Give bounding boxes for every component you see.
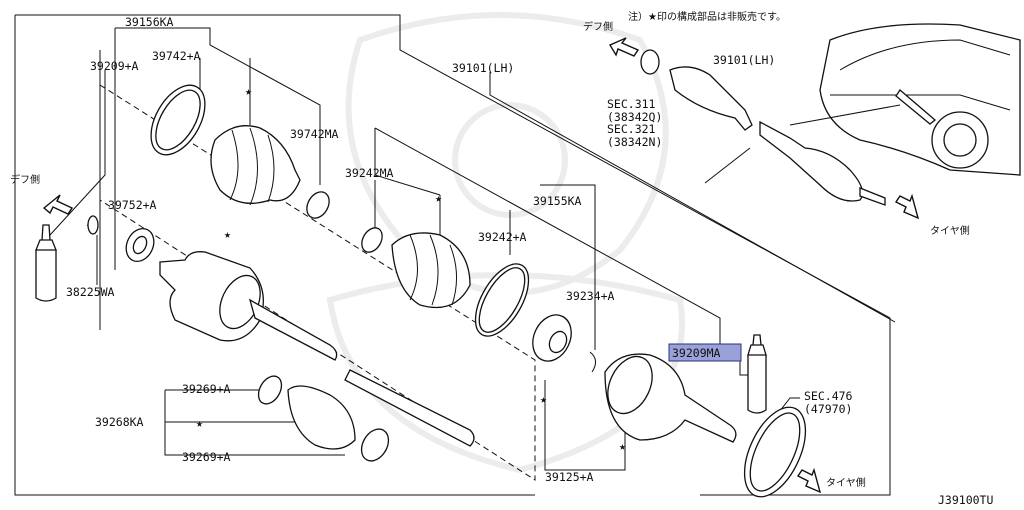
label-tire-side-bottom: タイヤ側: [826, 476, 866, 489]
boot-39242a: [391, 232, 471, 309]
label-39101lh-inset[interactable]: 39101(LH): [713, 53, 775, 67]
diagram-code: J39100TU: [938, 493, 993, 507]
label-39742a[interactable]: 39742+A: [152, 49, 201, 63]
label-39209ma[interactable]: 39209MA: [672, 346, 721, 360]
star-marker: ★: [435, 191, 442, 205]
star-marker: ★: [224, 227, 231, 241]
small-clamp-39742ma: [306, 191, 330, 219]
star-marker: ★: [196, 416, 203, 430]
header-note: 注）★印の構成部品は非販売です。: [628, 10, 786, 23]
label-diff-side-left: デフ側: [10, 173, 40, 186]
clamp-39242ma: [361, 227, 383, 253]
snap-ring-39234: [589, 351, 596, 373]
drive-shaft-bar: [344, 369, 475, 447]
arrow-tire-right-icon: [894, 193, 920, 220]
label-sec321[interactable]: SEC.321: [607, 122, 656, 136]
arrow-tire-bottom-icon: [796, 467, 822, 494]
leader-lines: [49, 27, 896, 471]
label-sec476[interactable]: SEC.476: [804, 389, 853, 403]
label-39242ma[interactable]: 39242MA: [345, 166, 394, 180]
clamp-39269a-top: [257, 375, 283, 405]
clamp-39269a-bottom: [360, 428, 390, 462]
label-39209a[interactable]: 39209+A: [90, 59, 139, 73]
direction-arrows: [42, 37, 920, 494]
non-sale-stars: ★ ★ ★ ★ ★ ★: [196, 84, 626, 453]
label-39156ka[interactable]: 39156KA: [125, 15, 174, 29]
label-39742ma[interactable]: 39742MA: [290, 127, 339, 141]
label-39155ka[interactable]: 39155KA: [533, 194, 582, 208]
star-marker: ★: [619, 439, 626, 453]
label-sec311[interactable]: SEC.311: [607, 97, 656, 111]
star-marker: ★: [540, 392, 547, 406]
label-38225wa[interactable]: 38225WA: [66, 285, 115, 299]
arrow-diff-left-icon: [42, 194, 74, 215]
label-diff-side-top: デフ側: [583, 20, 613, 33]
label-sec321-ref: (38342N): [607, 135, 662, 149]
star-marker: ★: [245, 84, 252, 98]
inset-vehicle: [640, 23, 1021, 206]
grease-tube-left: [35, 224, 57, 302]
label-39234a[interactable]: 39234+A: [566, 289, 615, 303]
label-39125a[interactable]: 39125+A: [545, 470, 594, 484]
highlight-39209ma: [668, 343, 742, 362]
label-39242a[interactable]: 39242+A: [478, 230, 527, 244]
boot-39742: [210, 125, 301, 204]
label-tire-side-right: タイヤ側: [930, 224, 970, 237]
label-39269a-bottom[interactable]: 39269+A: [182, 450, 231, 464]
label-39268ka[interactable]: 39268KA: [95, 415, 144, 429]
snap-ring-39752: [87, 215, 99, 235]
label-39752a[interactable]: 39752+A: [108, 198, 157, 212]
label-sec476-ref: (47970): [804, 402, 852, 416]
grease-tube-right: [747, 334, 767, 414]
label-39101lh-main[interactable]: 39101(LH): [452, 61, 514, 75]
boot-39268ka: [287, 385, 356, 450]
arrow-diff-top-icon: [608, 37, 640, 57]
dashed-guide: [99, 84, 536, 481]
label-sec311-ref: (38342Q): [607, 110, 662, 124]
label-39269a-top[interactable]: 39269+A: [182, 382, 231, 396]
